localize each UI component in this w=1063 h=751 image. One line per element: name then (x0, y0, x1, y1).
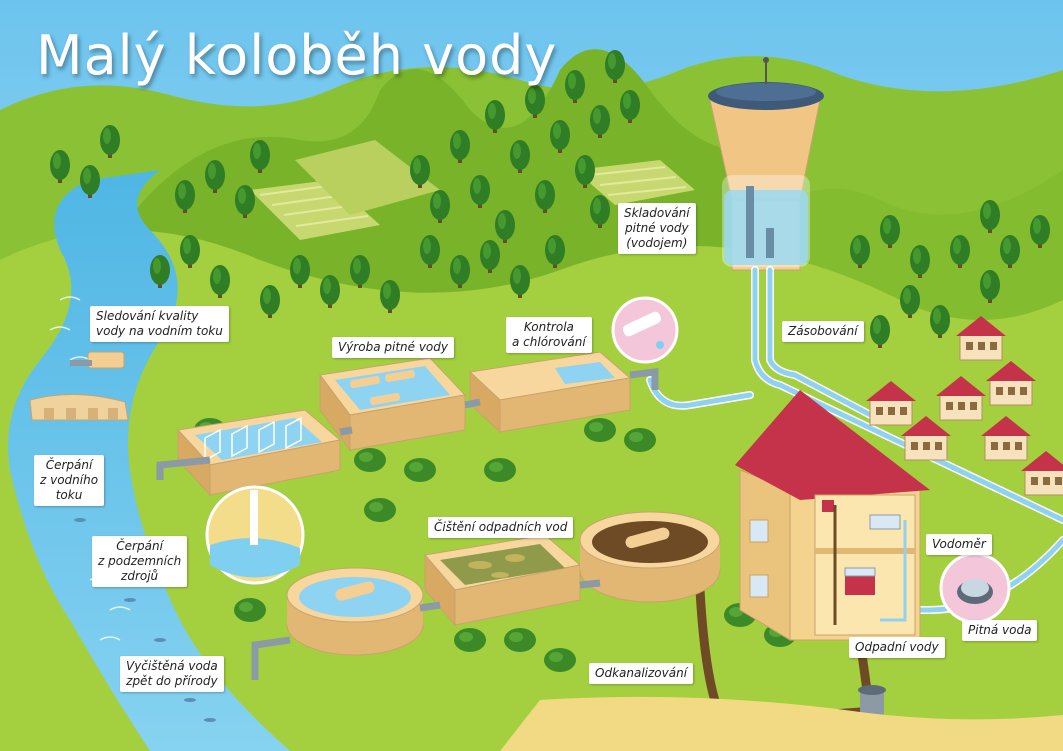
ground-layer (500, 696, 1063, 751)
label-vyroba: Výroba pitné vody (332, 337, 454, 358)
label-line: zdrojů (121, 569, 159, 583)
label-odkanalizovani: Odkanalizování (589, 663, 694, 684)
label-line: z podzemních (98, 554, 182, 568)
label-line: toku (55, 488, 83, 502)
wastewater-tank (424, 534, 582, 627)
house (735, 390, 930, 641)
label-line: vody na vodním toku (96, 324, 223, 338)
label-line: zpět do přírody (126, 674, 218, 688)
water-tower (708, 57, 824, 271)
river (8, 170, 290, 751)
label-vodomer: Vodoměr (926, 534, 992, 555)
label-cisteni: Čištění odpadních vod (428, 517, 574, 538)
weir (29, 394, 129, 421)
field (295, 140, 440, 215)
settling-tank-clean (286, 567, 424, 656)
monitoring-station (87, 351, 125, 369)
label-sledovani: Sledování kvality vody na vodním toku (90, 306, 229, 342)
label-line: z vodního (40, 473, 99, 487)
label-skladovani: Skladování pitné vody (vodojem) (618, 203, 696, 254)
label-line: (vodojem) (626, 236, 688, 250)
label-line: pitné vody (624, 221, 689, 235)
page-title: Malý koloběh vody (36, 24, 558, 87)
label-zasobovani: Zásobování (782, 321, 864, 342)
chlorination-tank (468, 351, 632, 434)
label-vycistena: Vyčištěná voda zpět do přírody (120, 656, 224, 692)
label-cerpani-tok: Čerpání z vodního toku (34, 455, 105, 506)
label-line: Čerpání (45, 458, 93, 472)
label-line: Čerpání (116, 539, 163, 553)
label-odpadni-vody: Odpadní vody (849, 637, 945, 658)
label-line: a chlórování (512, 335, 586, 349)
label-cerpani-podzemni: Čerpání z podzemních zdrojů (92, 536, 188, 587)
field (575, 160, 695, 205)
label-pitna-voda: Pitná voda (962, 620, 1038, 641)
label-line: Skladování (624, 206, 690, 220)
label-kontrola: Kontrola a chlórování (506, 317, 592, 353)
label-line: Vyčištěná voda (126, 659, 218, 673)
label-line: Kontrola (523, 320, 574, 334)
settling-tank-brown (579, 511, 721, 603)
chlorination-detail (611, 296, 679, 364)
label-line: Sledování kvality (96, 309, 199, 323)
production-tank (319, 357, 467, 452)
